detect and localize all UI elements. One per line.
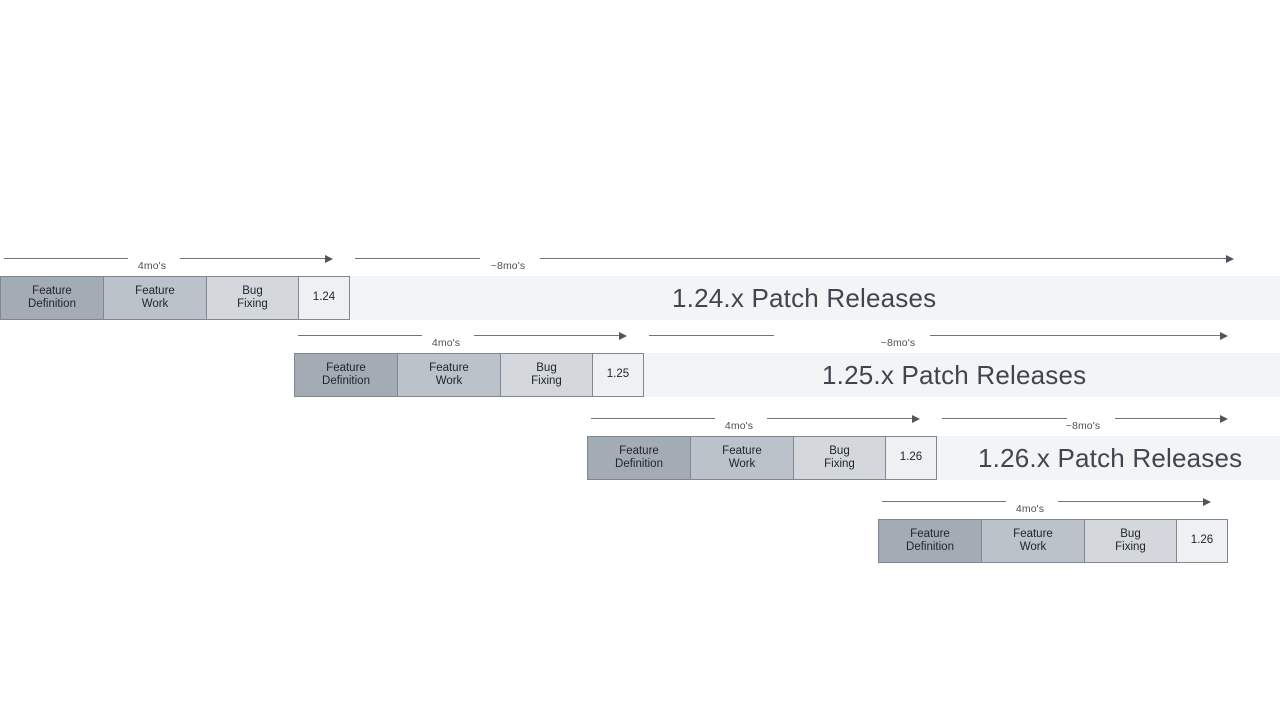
- ruler-seg-patch-right: [1115, 418, 1223, 419]
- phase-label-line2: Definition: [906, 541, 954, 553]
- phase-label-line1: Bug: [1120, 527, 1141, 540]
- ruler-label-patch-3: ~8mo's: [1065, 420, 1101, 432]
- phase-feature-work-4[interactable]: Feature Work: [981, 519, 1085, 563]
- phase-label-line1: Feature: [1013, 527, 1053, 540]
- phase-feature-definition-2[interactable]: Feature Definition: [294, 353, 398, 397]
- patch-band-label-1: 1.24.x Patch Releases: [672, 282, 937, 313]
- ruler-arrowhead-dev-4: [1203, 497, 1211, 506]
- ruler-seg-dev-right: [767, 418, 914, 419]
- ruler-label-dev-2: 4mo's: [431, 337, 461, 349]
- phase-feature-definition-3[interactable]: Feature Definition: [587, 436, 691, 480]
- ruler-row-2: 4mo's ~8mo's: [294, 329, 1240, 349]
- phase-bug-fixing-2[interactable]: Bug Fixing: [500, 353, 593, 397]
- ruler-row-3: 4mo's ~8mo's: [587, 412, 1240, 432]
- phase-label-line2: Work: [435, 375, 463, 387]
- ruler-label-patch-2: ~8mo's: [880, 337, 916, 349]
- phase-feature-definition-4[interactable]: Feature Definition: [878, 519, 982, 563]
- phase-group-2: Feature Definition Feature Work Bug Fixi…: [294, 353, 644, 397]
- phase-label-line2: Work: [728, 458, 756, 470]
- patch-band-label-2: 1.25.x Patch Releases: [822, 359, 1087, 390]
- phase-bug-fixing-3[interactable]: Bug Fixing: [793, 436, 886, 480]
- ruler-seg-dev-right: [474, 335, 621, 336]
- ruler-seg-patch-left: [942, 418, 1067, 419]
- phase-bug-fixing-4[interactable]: Bug Fixing: [1084, 519, 1177, 563]
- phase-label-line2: Work: [1019, 541, 1047, 553]
- ruler-arrowhead-dev-3: [912, 414, 920, 423]
- phase-label-line1: Feature: [619, 444, 659, 457]
- phase-version-2[interactable]: 1.25: [592, 353, 644, 397]
- ruler-seg-patch-right: [540, 258, 1230, 259]
- phase-label-line1: Bug: [536, 361, 557, 374]
- phase-label-line1: Bug: [242, 284, 263, 297]
- ruler-arrowhead-dev-2: [619, 331, 627, 340]
- phase-label-line2: Work: [141, 298, 169, 310]
- phase-label-line1: Feature: [722, 444, 762, 457]
- phase-label-line2: Fixing: [531, 375, 562, 387]
- phase-feature-work-1[interactable]: Feature Work: [103, 276, 207, 320]
- ruler-seg-dev-left: [4, 258, 128, 259]
- ruler-seg-dev-left: [591, 418, 715, 419]
- ruler-seg-patch-left: [355, 258, 480, 259]
- ruler-label-patch-1: ~8mo's: [490, 260, 526, 272]
- phase-feature-work-2[interactable]: Feature Work: [397, 353, 501, 397]
- ruler-label-dev-4: 4mo's: [1015, 503, 1045, 515]
- ruler-seg-dev-right: [1058, 501, 1205, 502]
- ruler-arrowhead-patch-2: [1220, 331, 1228, 340]
- ruler-arrowhead-patch-1: [1226, 254, 1234, 263]
- phase-version-4[interactable]: 1.26: [1176, 519, 1228, 563]
- ruler-seg-patch-left: [649, 335, 774, 336]
- ruler-arrowhead-dev-1: [325, 254, 333, 263]
- ruler-arrowhead-patch-3: [1220, 414, 1228, 423]
- phase-version-1[interactable]: 1.24: [298, 276, 350, 320]
- ruler-seg-dev-right: [180, 258, 327, 259]
- ruler-row-4: 4mo's: [878, 495, 1238, 515]
- ruler-row-1: 4mo's ~8mo's: [0, 252, 1240, 272]
- phase-label-line2: Fixing: [1115, 541, 1146, 553]
- patch-band-label-3: 1.26.x Patch Releases: [978, 442, 1243, 473]
- phase-label-line2: Definition: [322, 375, 370, 387]
- phase-version-3[interactable]: 1.26: [885, 436, 937, 480]
- ruler-seg-dev-left: [298, 335, 422, 336]
- phase-feature-work-3[interactable]: Feature Work: [690, 436, 794, 480]
- ruler-label-dev-1: 4mo's: [137, 260, 167, 272]
- phase-label-line1: Feature: [910, 527, 950, 540]
- phase-feature-definition-1[interactable]: Feature Definition: [0, 276, 104, 320]
- phase-label-line1: Bug: [829, 444, 850, 457]
- phase-label-line1: Feature: [326, 361, 366, 374]
- phase-label-line2: Fixing: [824, 458, 855, 470]
- phase-label-line1: Feature: [135, 284, 175, 297]
- phase-label-line2: Definition: [28, 298, 76, 310]
- phase-bug-fixing-1[interactable]: Bug Fixing: [206, 276, 299, 320]
- ruler-seg-dev-left: [882, 501, 1006, 502]
- phase-label-line1: Feature: [429, 361, 469, 374]
- phase-label-line1: Feature: [32, 284, 72, 297]
- phase-label-line2: Definition: [615, 458, 663, 470]
- ruler-seg-patch-right: [930, 335, 1224, 336]
- ruler-label-dev-3: 4mo's: [724, 420, 754, 432]
- phase-label-line2: Fixing: [237, 298, 268, 310]
- phase-group-1: Feature Definition Feature Work Bug Fixi…: [0, 276, 350, 320]
- phase-group-4: Feature Definition Feature Work Bug Fixi…: [878, 519, 1228, 563]
- phase-group-3: Feature Definition Feature Work Bug Fixi…: [587, 436, 937, 480]
